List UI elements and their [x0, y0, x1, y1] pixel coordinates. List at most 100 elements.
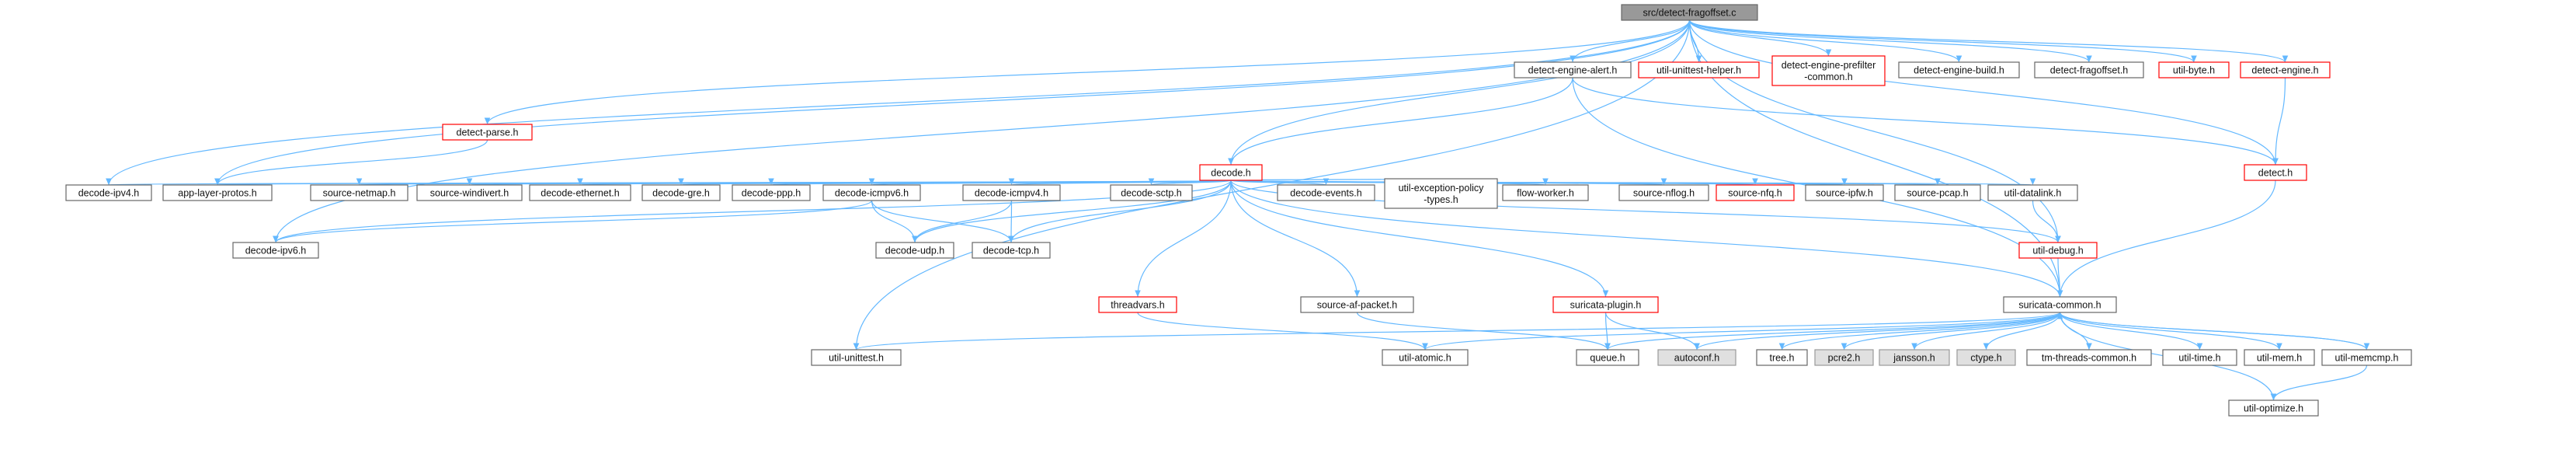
node-box: [2244, 164, 2307, 181]
node-jansson[interactable]: jansson.h: [1879, 349, 1950, 366]
node-util-byte[interactable]: util-byte.h: [2158, 61, 2230, 78]
node-source-windivert[interactable]: source-windivert.h: [416, 184, 523, 201]
node-label: decode-ppp.h: [742, 188, 801, 199]
node-util-optimize[interactable]: util-optimize.h: [2228, 399, 2319, 417]
edge-detect-engine-alert-to-decode: [1228, 77, 1573, 166]
node-box: [1384, 178, 1498, 209]
node-util-exception-policy-types[interactable]: util-exception-policy-types.h: [1384, 178, 1498, 209]
node-util-mem[interactable]: util-mem.h: [2244, 349, 2315, 366]
node-util-memcmp[interactable]: util-memcmp.h: [2321, 349, 2412, 366]
node-source-pcap[interactable]: source-pcap.h: [1894, 184, 1981, 201]
node-tree[interactable]: tree.h: [1756, 349, 1808, 366]
node-source-ipfw[interactable]: source-ipfw.h: [1805, 184, 1884, 201]
node-decode-ppp[interactable]: decode-ppp.h: [732, 184, 811, 201]
edge-decode-to-decode-udp: [912, 180, 1232, 243]
node-detect-engine-build[interactable]: detect-engine-build.h: [1898, 61, 2020, 78]
edge-decode-icmpv4-to-decode-tcp: [1008, 200, 1014, 243]
node-source-nfq[interactable]: source-nfq.h: [1716, 184, 1795, 201]
node-flow-worker[interactable]: flow-worker.h: [1502, 184, 1589, 201]
node-label: decode-gre.h: [652, 188, 710, 199]
node-detect-engine[interactable]: detect-engine.h: [2240, 61, 2331, 78]
node-box: [1502, 184, 1589, 201]
edge-decode-icmpv6-to-decode-ipv6: [273, 200, 873, 243]
node-suricata-plugin[interactable]: suricata-plugin.h: [1552, 296, 1659, 313]
node-tm-threads-common[interactable]: tm-threads-common.h: [2026, 349, 2152, 366]
node-threadvars[interactable]: threadvars.h: [1098, 296, 1177, 313]
node-box: [2228, 399, 2319, 417]
node-label: jansson.h: [1893, 353, 1935, 364]
node-app-layer-protos[interactable]: app-layer-protos.h: [162, 184, 273, 201]
edge-root-to-util-debug: [1688, 19, 2061, 243]
nodes-layer: src/detect-fragoffset.c detect-engine-ale…: [65, 4, 2412, 417]
node-autoconf[interactable]: autoconf.h: [1657, 349, 1736, 366]
node-label: detect-engine-alert.h: [1528, 65, 1618, 76]
node-ctype[interactable]: ctype.h: [1956, 349, 2016, 366]
node-util-atomic[interactable]: util-atomic.h: [1382, 349, 1469, 366]
node-label: source-pcap.h: [1907, 188, 1968, 199]
node-label: util-mem.h: [2257, 353, 2302, 364]
edge-detect-to-suricata-common: [2056, 180, 2276, 298]
node-label: -types.h: [1424, 194, 1458, 205]
node-decode-icmpv4[interactable]: decode-icmpv4.h: [962, 184, 1061, 201]
node-util-debug[interactable]: util-debug.h: [2018, 242, 2098, 259]
node-box: [732, 184, 811, 201]
edge-detect-engine-to-detect: [2272, 77, 2286, 166]
node-decode-udp[interactable]: decode-udp.h: [875, 242, 954, 259]
node-pcre2[interactable]: pcre2.h: [1814, 349, 1874, 366]
node-suricata-common[interactable]: suricata-common.h: [2003, 296, 2117, 313]
node-label: -common.h: [1804, 72, 1853, 82]
node-source-nflog[interactable]: source-nflog.h: [1618, 184, 1709, 201]
edge-suricata-common-to-jansson: [1911, 312, 2061, 351]
node-detect[interactable]: detect.h: [2244, 164, 2307, 181]
node-detect-engine-prefilter-common[interactable]: detect-engine-prefilter-common.h: [1771, 55, 1886, 86]
node-queue[interactable]: queue.h: [1576, 349, 1639, 366]
node-decode-sctp[interactable]: decode-sctp.h: [1110, 184, 1193, 201]
node-util-unittest-helper[interactable]: util-unittest-helper.h: [1638, 61, 1760, 78]
node-decode[interactable]: decode.h: [1199, 164, 1263, 181]
edge-util-debug-to-suricata-common: [2056, 257, 2063, 298]
node-box: [1956, 349, 2016, 366]
node-decode-tcp[interactable]: decode-tcp.h: [972, 242, 1051, 259]
node-box: [811, 349, 902, 366]
node-decode-icmpv6[interactable]: decode-icmpv6.h: [822, 184, 921, 201]
edge-root-to-detect-engine: [1688, 19, 2289, 63]
edge-suricata-common-to-pcre2: [1841, 312, 2061, 351]
node-decode-events[interactable]: decode-events.h: [1277, 184, 1375, 201]
node-detect-parse[interactable]: detect-parse.h: [442, 124, 533, 141]
node-util-unittest[interactable]: util-unittest.h: [811, 349, 902, 366]
node-source-netmap[interactable]: source-netmap.h: [310, 184, 408, 201]
node-decode-ipv4[interactable]: decode-ipv4.h: [65, 184, 152, 201]
edge-suricata-common-to-util-mem: [2059, 312, 2282, 351]
node-box: [416, 184, 523, 201]
node-label: decode-ipv4.h: [78, 188, 140, 199]
node-detect-engine-alert[interactable]: detect-engine-alert.h: [1514, 61, 1632, 78]
node-label: util-byte.h: [2173, 65, 2215, 76]
edge-suricata-plugin-to-queue: [1604, 312, 1611, 351]
edge-decode-to-source-af-packet: [1230, 180, 1361, 298]
edge-decode-to-threadvars: [1135, 180, 1232, 298]
node-box: [1879, 349, 1950, 366]
node-decode-gre[interactable]: decode-gre.h: [641, 184, 721, 201]
node-root: src/detect-fragoffset.c: [1621, 4, 1758, 21]
node-label: util-time.h: [2178, 353, 2220, 364]
node-box: [2003, 296, 2117, 313]
node-box: [1618, 184, 1709, 201]
node-label: decode-icmpv6.h: [835, 188, 909, 199]
node-label: source-nfq.h: [1728, 188, 1782, 199]
node-label: source-af-packet.h: [1317, 300, 1398, 311]
edge-threadvars-to-util-atomic: [1137, 312, 1428, 351]
node-util-datalink[interactable]: util-datalink.h: [1987, 184, 2078, 201]
node-label: pcre2.h: [1828, 353, 1861, 364]
node-source-af-packet[interactable]: source-af-packet.h: [1300, 296, 1414, 313]
node-detect-fragoffset-h[interactable]: detect-fragoffset.h: [2034, 61, 2144, 78]
node-box: [442, 124, 533, 141]
node-label: source-ipfw.h: [1816, 188, 1873, 199]
node-decode-ethernet[interactable]: decode-ethernet.h: [529, 184, 631, 201]
node-box: [162, 184, 273, 201]
node-decode-ipv6[interactable]: decode-ipv6.h: [232, 242, 319, 259]
edge-root-to-decode: [1228, 19, 1691, 166]
node-box: [1657, 349, 1736, 366]
node-label: detect-engine-build.h: [1914, 65, 2004, 76]
node-util-time[interactable]: util-time.h: [2162, 349, 2237, 366]
node-label: detect-parse.h: [457, 127, 519, 138]
